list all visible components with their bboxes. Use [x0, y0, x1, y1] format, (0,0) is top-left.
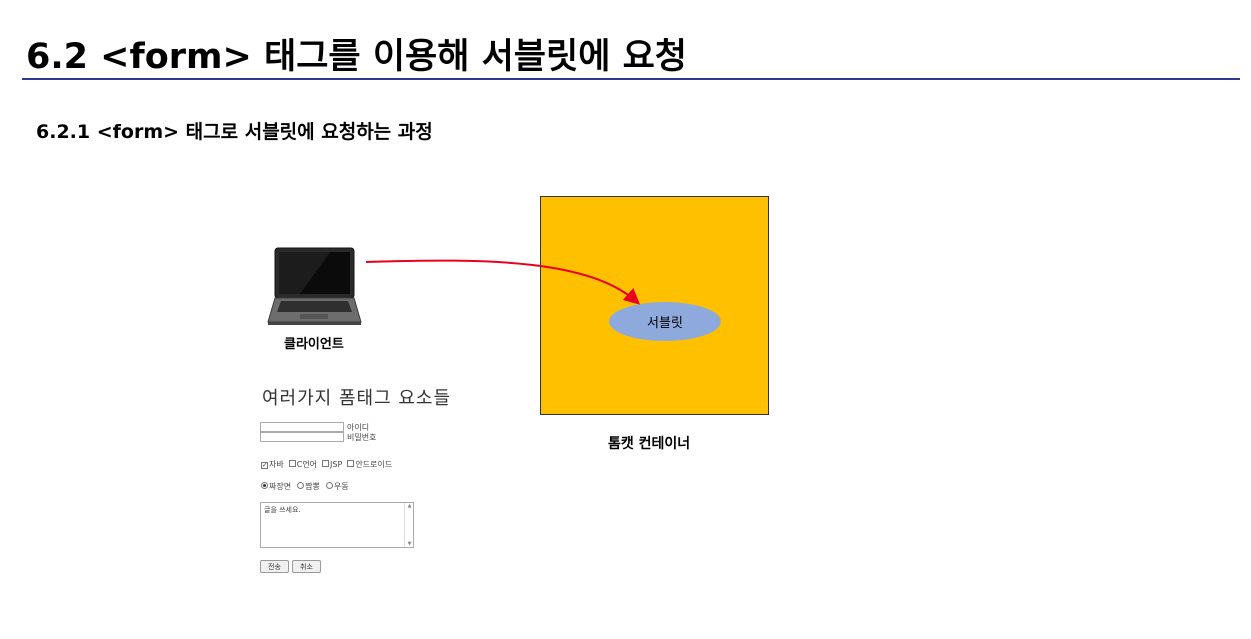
- container-label: 톰캣 컨테이너: [608, 436, 691, 452]
- request-arrow: [365, 259, 640, 305]
- checkbox-java[interactable]: ✓자바: [261, 460, 284, 469]
- radio-jjamppong[interactable]: 짬뽕: [297, 481, 320, 492]
- textarea-scrollbar[interactable]: ▲ ▼: [404, 503, 414, 547]
- scroll-down-icon: ▼: [407, 541, 412, 547]
- checkbox-c[interactable]: C언어: [288, 459, 317, 470]
- servlet-node: 서블릿: [609, 302, 721, 341]
- submit-button[interactable]: 전송: [260, 560, 289, 573]
- servlet-label: 서블릿: [647, 316, 683, 331]
- id-input[interactable]: [260, 422, 344, 432]
- checkbox-jsp[interactable]: JSP: [322, 460, 342, 469]
- radio-group: 짜장면 짬뽕 우동: [261, 481, 349, 492]
- checkbox-icon: [322, 460, 330, 467]
- checkbox-android[interactable]: 안드로이드: [347, 459, 392, 470]
- message-textarea[interactable]: 글을 쓰세요.: [260, 502, 414, 548]
- radio-icon: [325, 482, 333, 489]
- radio-udon[interactable]: 우동: [325, 481, 349, 492]
- id-label: 아이디: [347, 423, 370, 432]
- checkbox-icon: [288, 460, 296, 467]
- client-label: 클라이언트: [284, 337, 344, 352]
- scroll-up-icon: ▲: [407, 503, 412, 509]
- checkbox-icon: [347, 460, 355, 467]
- radio-icon: [297, 482, 305, 489]
- laptop-icon: [267, 247, 362, 325]
- password-input[interactable]: [260, 432, 344, 442]
- radio-jjajangmyeon[interactable]: 짜장면: [261, 481, 291, 492]
- form-heading: 여러가지 폼태그 요소들: [262, 388, 452, 409]
- radio-selected-icon: [261, 482, 268, 489]
- reset-button[interactable]: 취소: [292, 560, 321, 573]
- page-title: 6.2 <form> 태그를 이용해 서블릿에 요청: [26, 37, 687, 77]
- checkbox-checked-icon: ✓: [261, 461, 268, 469]
- title-divider: [22, 78, 1240, 80]
- password-label: 비밀번호: [347, 433, 377, 442]
- checkbox-group: ✓자바 C언어 JSP 안드로이드: [261, 459, 392, 470]
- section-title: 6.2.1 <form> 태그로 서블릿에 요청하는 과정: [36, 121, 433, 143]
